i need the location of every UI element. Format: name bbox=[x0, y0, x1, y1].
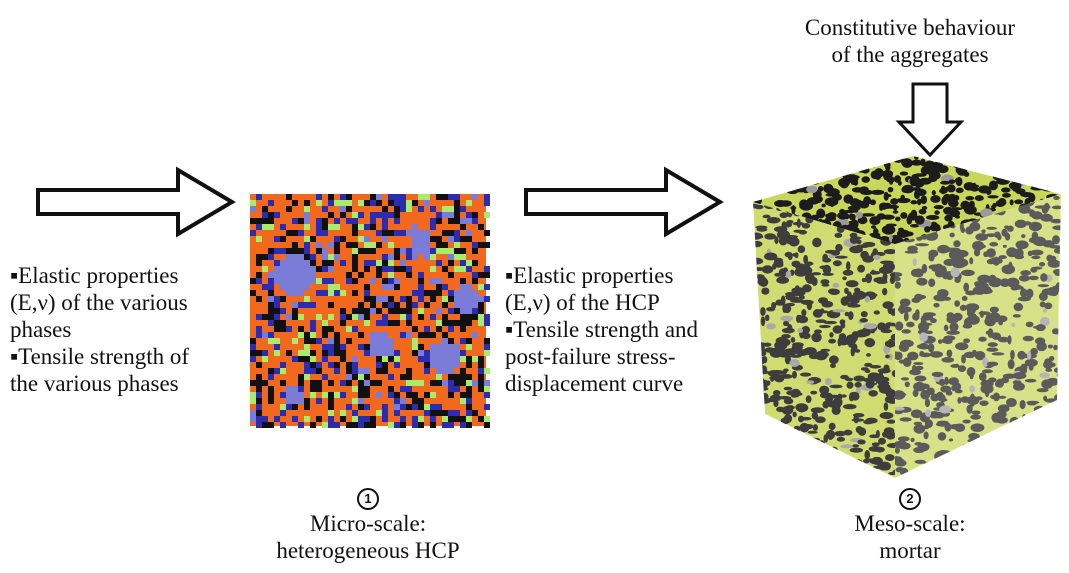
middle-bullet-2: ▪Tensile strength and bbox=[505, 316, 698, 343]
micro-inputs-text: ▪Elastic properties (E,ν) of the various… bbox=[10, 262, 189, 397]
aggregate-behaviour-line2: of the aggregates bbox=[831, 42, 989, 67]
middle-bullet-2-line3: displacement curve bbox=[505, 371, 684, 396]
aggregate-behaviour-label: Constitutive behaviour of the aggregates bbox=[760, 14, 1060, 68]
middle-bullet-2-line1: Tensile strength and bbox=[513, 317, 699, 342]
middle-bullet-1-mark: ▪ bbox=[505, 263, 514, 288]
meso-inputs-text: ▪Elastic properties (E,ν) of the HCP ▪Te… bbox=[505, 262, 698, 397]
meso-number-badge: 2 bbox=[899, 488, 921, 510]
left-bullet-2: ▪Tensile strength of bbox=[10, 343, 189, 370]
meso-scale-caption: 2 Meso-scale: mortar bbox=[810, 482, 1010, 564]
meso-scale-cube-image bbox=[753, 156, 1061, 478]
micro-caption-line2: heterogeneous HCP bbox=[276, 538, 460, 563]
micro-scale-caption: 1 Micro-scale: heterogeneous HCP bbox=[250, 482, 486, 564]
left-right-arrow-icon bbox=[36, 166, 236, 238]
left-bullet-2-line2: the various phases bbox=[10, 371, 179, 396]
middle-bullet-1-line2: (E,ν) of the HCP bbox=[505, 290, 660, 315]
left-bullet-1-line1: Elastic properties bbox=[18, 263, 179, 288]
micro-caption-line1: Micro-scale: bbox=[309, 511, 427, 536]
left-bullet-2-mark: ▪ bbox=[10, 344, 19, 369]
middle-bullet-1: ▪Elastic properties bbox=[505, 262, 698, 289]
middle-bullet-1-line1: Elastic properties bbox=[513, 263, 674, 288]
left-bullet-1-line3: phases bbox=[10, 317, 72, 342]
middle-right-arrow-icon bbox=[524, 166, 724, 238]
aggregate-behaviour-line1: Constitutive behaviour bbox=[804, 15, 1016, 40]
left-bullet-1-mark: ▪ bbox=[10, 263, 19, 288]
meso-caption-line2: mortar bbox=[879, 538, 941, 563]
left-bullet-1: ▪Elastic properties bbox=[10, 262, 189, 289]
down-arrow-icon bbox=[895, 82, 965, 158]
micro-number-badge: 1 bbox=[357, 488, 379, 510]
left-bullet-2-line1: Tensile strength of bbox=[18, 344, 190, 369]
meso-caption-line1: Meso-scale: bbox=[854, 511, 966, 536]
left-bullet-1-line2: (E,ν) of the various bbox=[10, 290, 188, 315]
micro-scale-image bbox=[250, 194, 490, 428]
middle-bullet-2-mark: ▪ bbox=[505, 317, 514, 342]
middle-bullet-2-line2: post-failure stress- bbox=[505, 344, 676, 369]
